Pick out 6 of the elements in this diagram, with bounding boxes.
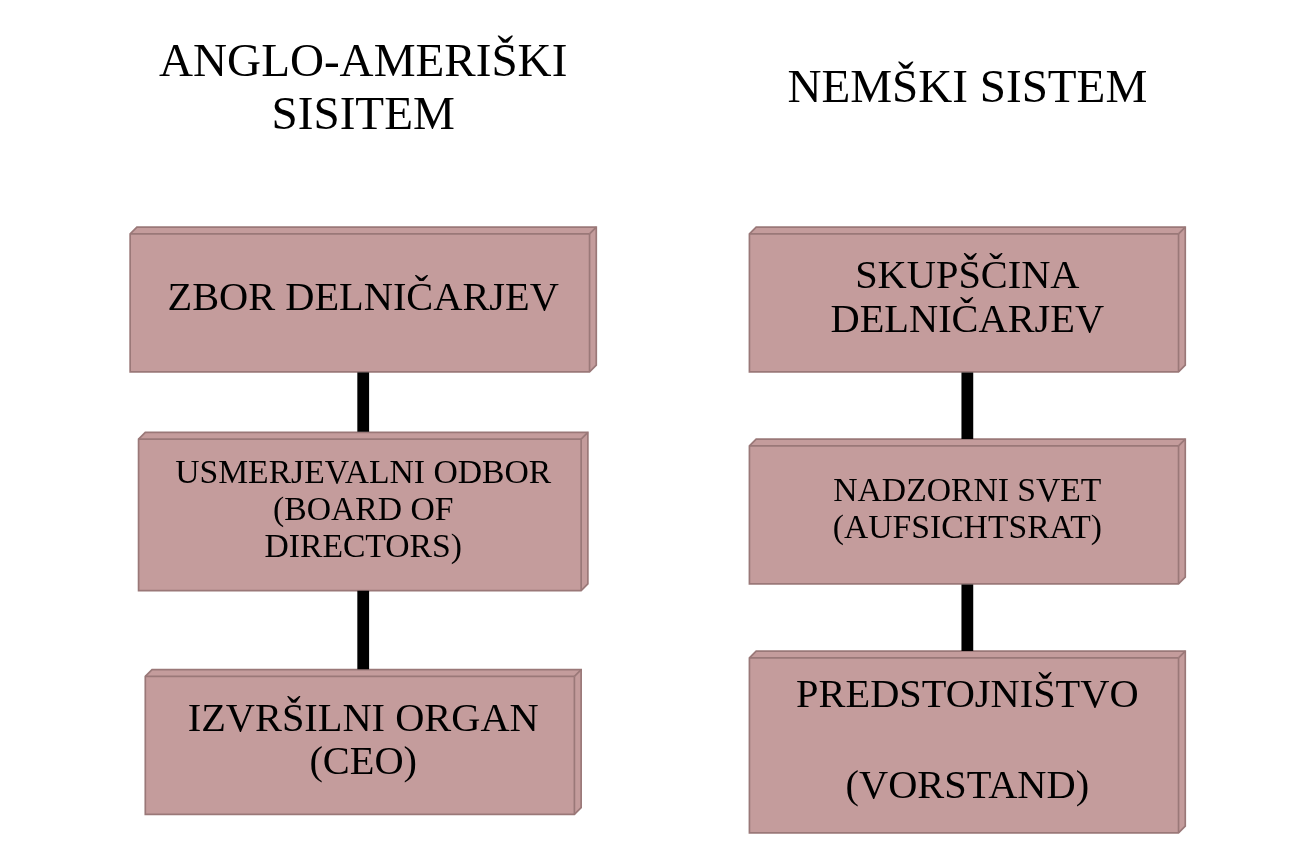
connector xyxy=(357,590,370,670)
label: NEMŠKI SISTEM xyxy=(787,60,1148,113)
connector xyxy=(961,584,974,651)
label: ANGLO-AMERIŠKI SISITEM xyxy=(159,34,568,139)
connector xyxy=(357,372,370,432)
connector xyxy=(961,372,974,439)
